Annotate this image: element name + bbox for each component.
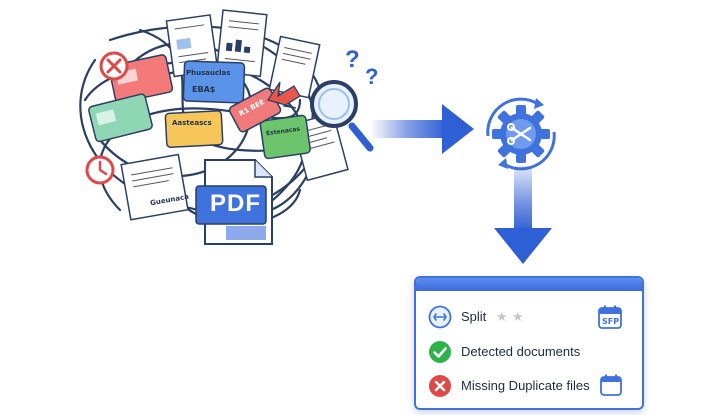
error-icon [99, 51, 129, 81]
star-icon-2: ★ [512, 309, 524, 324]
split-label: Split [461, 309, 487, 324]
card-green [88, 93, 153, 143]
card-label-3: Aasteascs [172, 119, 212, 127]
gear-processing-icon [486, 97, 556, 171]
card-green-right [259, 114, 311, 160]
magnifying-glass-icon [310, 80, 374, 152]
question-mark-1: ? [345, 46, 360, 73]
pdf-label: PDF [210, 190, 261, 217]
detected-documents-label: Detected documents [461, 344, 581, 359]
split-row: Split ★ ★ SFP [416, 302, 642, 332]
calendar-sfp-icon [598, 305, 622, 329]
missing-duplicate-row: Missing Duplicate files [416, 370, 642, 400]
question-mark-2: ? [365, 64, 379, 89]
result-panel: Split ★ ★ SFP Detected documents Missing… [414, 276, 644, 410]
pdf-document-icon [195, 159, 273, 245]
process-arrow-right [370, 104, 474, 154]
trend-arrow-icon [267, 81, 301, 109]
card-yellow [164, 110, 224, 149]
panel-title-bar [416, 278, 642, 291]
process-arrow-down [494, 166, 552, 264]
detected-documents-row: Detected documents [416, 336, 642, 366]
paper-sheet-top-middle [215, 9, 268, 78]
check-icon [429, 341, 451, 363]
star-icon-1: ★ [496, 309, 508, 324]
split-icon [428, 305, 452, 329]
document-chaos-illustration [79, 9, 374, 245]
missing-duplicate-label: Missing Duplicate files [461, 378, 590, 393]
calendar-text: SFP [602, 317, 620, 326]
clock-icon [85, 155, 115, 185]
calendar-icon [600, 374, 622, 396]
card-label-1: Phusauclas [186, 69, 231, 77]
paper-sheet-bottom-left [120, 153, 189, 221]
card-label-2: EBA$ [192, 85, 216, 94]
cross-icon [429, 375, 451, 397]
card-blue [182, 60, 246, 104]
